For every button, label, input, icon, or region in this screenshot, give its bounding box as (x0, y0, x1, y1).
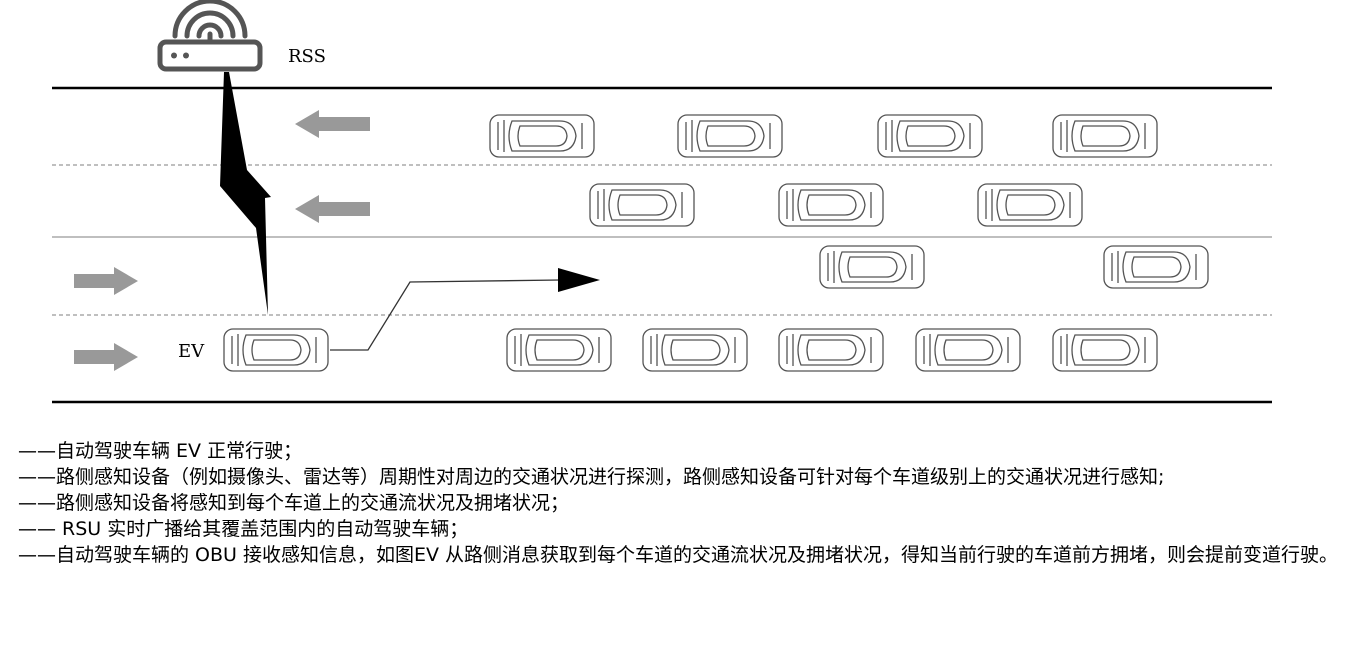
router-wifi-icon (157, 0, 263, 72)
ev-path-arrowhead (558, 268, 600, 292)
car-icon (1052, 114, 1158, 158)
lightning-bolt-icon (220, 72, 271, 315)
car-icon (506, 328, 612, 372)
ev-lane-change-path (330, 279, 561, 351)
car-icon (1103, 245, 1209, 289)
car-icon (977, 183, 1083, 227)
car-icon (677, 114, 783, 158)
caption: ——自动驾驶车辆 EV 正常行驶； ——路侧感知设备（例如摄像头、雷达等）周期性… (18, 438, 1354, 568)
rss-label: RSS (288, 46, 326, 67)
traffic-diagram: RSS EV (52, 0, 1272, 404)
ev-label: EV (178, 341, 205, 362)
direction-arrow-left-lane1 (295, 110, 370, 138)
direction-arrow-right-lane3 (74, 267, 138, 295)
caption-line-2: ——路侧感知设备（例如摄像头、雷达等）周期性对周边的交通状况进行探测，路侧感知设… (18, 466, 1165, 488)
ev-car-icon (223, 328, 329, 372)
direction-arrow-right-lane4 (74, 343, 138, 371)
car-icon (877, 114, 983, 158)
car-icon (489, 114, 595, 158)
caption-line-4: —— RSU 实时广播给其覆盖范围内的自动驾驶车辆； (18, 518, 469, 540)
car-icon (589, 183, 695, 227)
car-icon (642, 328, 748, 372)
car-icon (778, 183, 884, 227)
caption-line-1: ——自动驾驶车辆 EV 正常行驶； (18, 440, 303, 462)
caption-line-5: ——自动驾驶车辆的 OBU 接收感知信息，如图EV 从路侧消息获取到每个车道的交… (18, 544, 1339, 566)
direction-arrow-left-lane2 (295, 195, 370, 223)
caption-line-3: ——路侧感知设备将感知到每个车道上的交通流状况及拥堵状况； (18, 492, 570, 514)
car-icon (819, 245, 925, 289)
car-icon (1052, 328, 1158, 372)
car-icon (778, 328, 884, 372)
car-icon (915, 328, 1021, 372)
